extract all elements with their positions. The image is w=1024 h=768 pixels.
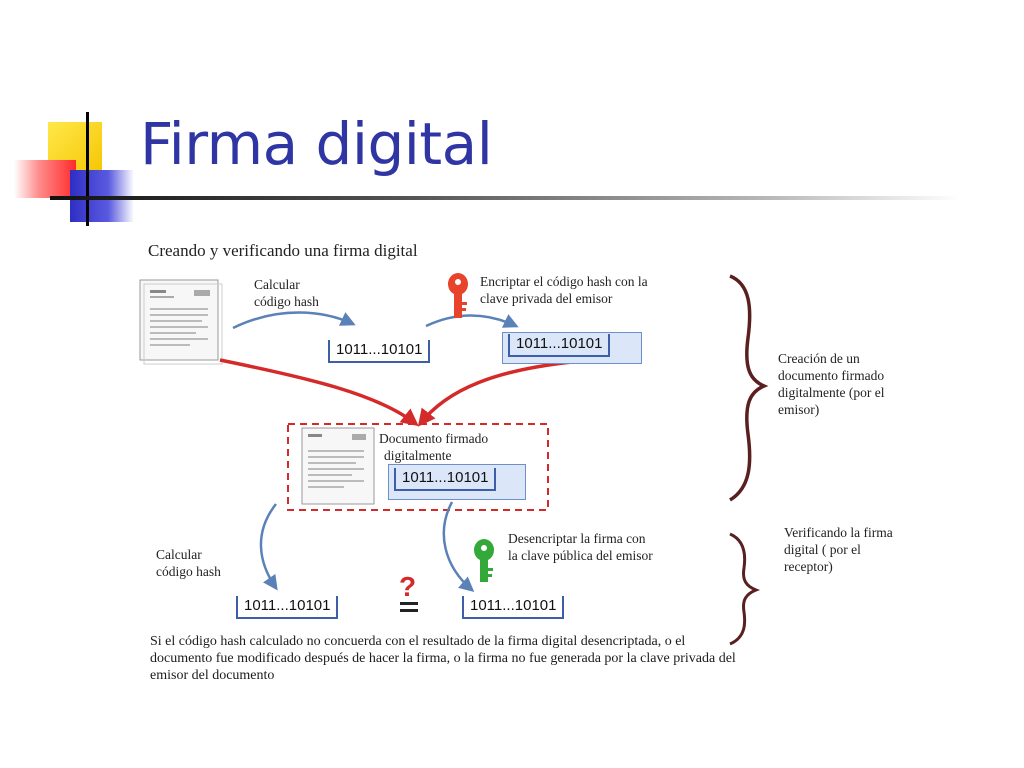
calc-hash-label-bottom-2: código hash (156, 564, 221, 579)
signed-doc-label-2: digitalmente (384, 448, 452, 463)
title-decoration-vertical-line (86, 112, 89, 226)
public-key-icon (474, 539, 494, 582)
brace-creation (729, 274, 769, 502)
hash-value-encrypted: 1011...10101 (508, 334, 611, 357)
hash-value-receiver-decrypted: 1011...10101 (462, 596, 565, 619)
hash-value-signed: 1011...10101 (394, 468, 497, 491)
encrypt-label-1: Encriptar el código hash con la (480, 274, 648, 289)
document-icon (139, 279, 223, 365)
private-key-icon (448, 273, 468, 318)
arrow-decrypt (442, 501, 475, 592)
calc-hash-label-top-1: Calcular (254, 277, 300, 292)
verify-label-1: Verificando la firma (784, 525, 893, 540)
diagram-heading: Creando y verificando una firma digital (148, 241, 418, 260)
verify-label-3: receptor) (784, 559, 833, 574)
decrypt-label-2: la clave pública del emisor (508, 548, 653, 563)
note-line-1: Si el código hash calculado no concuerda… (150, 634, 686, 649)
signed-doc-label-1: Documento firmado (379, 431, 489, 446)
slide-title: Firma digital (140, 110, 493, 178)
verify-label-2: digital ( por el (784, 542, 861, 557)
arrow-encrypt (425, 314, 519, 328)
digital-signature-diagram: Creando y verificando una firma digital … (138, 228, 1000, 688)
document-icon (301, 427, 375, 505)
note-line-3: emisor del documento (150, 668, 275, 683)
signed-doc-hash-box (388, 464, 526, 500)
calc-hash-label-top-2: código hash (254, 294, 319, 309)
hash-value-receiver-calculated: 1011...10101 (236, 596, 339, 619)
diagram-graphics (139, 273, 769, 646)
note-line-2: documento fue modificado después de hace… (150, 651, 736, 666)
arrow-signature-to-signed (417, 360, 573, 427)
calc-hash-label-bottom-1: Calcular (156, 547, 202, 562)
question-mark-icon: ? (399, 571, 417, 602)
arrow-doc-to-signed (219, 358, 419, 427)
arrow-calc-hash-receiver (259, 503, 278, 591)
encrypt-label-2: clave privada del emisor (480, 291, 613, 306)
decrypt-label-1: Desencriptar la firma con (508, 531, 646, 546)
creation-label-1: Creación de un (778, 351, 860, 366)
title-underline (50, 196, 960, 200)
signed-document-box (287, 423, 549, 511)
creation-label-3: digitalmente (por el (778, 385, 885, 400)
hash-value-plain: 1011...10101 (328, 340, 431, 363)
brace-verification (729, 532, 761, 646)
creation-label-2: documento firmado (778, 368, 885, 383)
arrow-calc-hash (232, 311, 356, 330)
creation-label-4: emisor) (778, 402, 820, 417)
encrypted-hash-box (502, 332, 642, 364)
equals-sign (400, 602, 418, 605)
title-decoration-red-bar (14, 160, 76, 198)
